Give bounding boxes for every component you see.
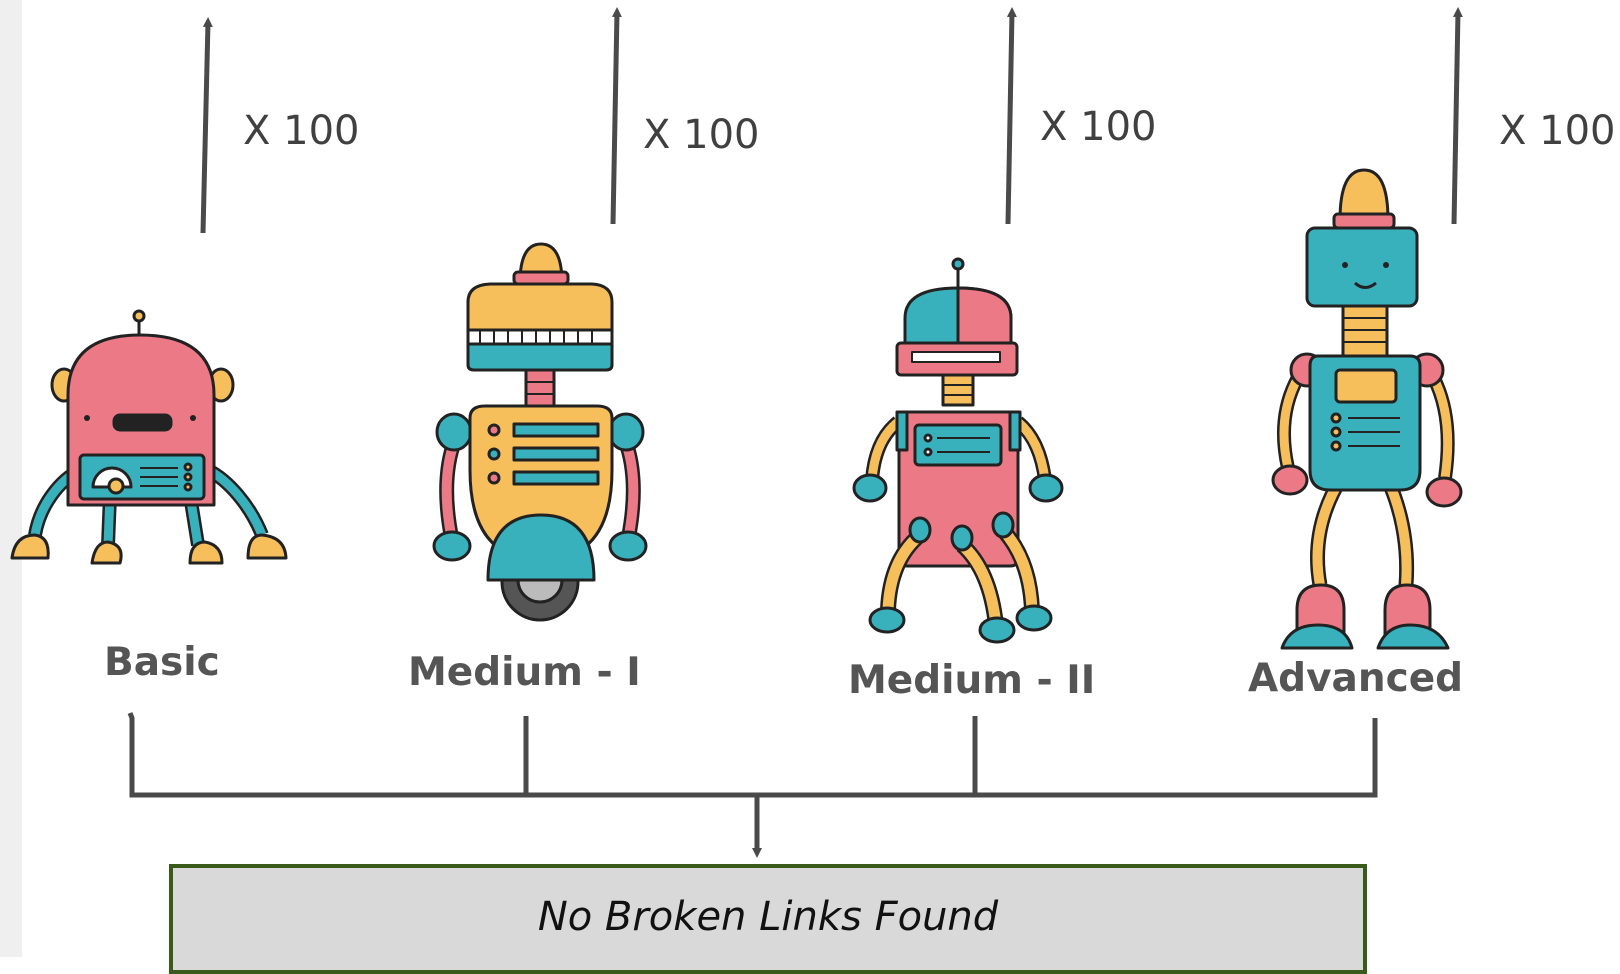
arrow-up-medium-2: [1005, 7, 1017, 225]
multiplier-advanced: X 100: [1499, 108, 1616, 154]
left-margin-strip: [0, 0, 22, 957]
arrow-up-medium-1: [610, 7, 622, 225]
connector-bracket: [127, 712, 1378, 798]
label-basic: Basic: [104, 640, 220, 685]
label-advanced: Advanced: [1248, 656, 1464, 701]
arrow-up-basic: [200, 17, 213, 234]
robot-medium-1-illustration: [432, 242, 648, 622]
label-medium-2: Medium - II: [848, 658, 1096, 703]
result-text: No Broken Links Found: [537, 894, 999, 940]
robot-advanced-illustration: [1271, 168, 1463, 650]
multiplier-medium-2: X 100: [1040, 104, 1157, 150]
result-box: No Broken Links Found: [169, 864, 1367, 974]
multiplier-basic: X 100: [243, 108, 360, 154]
label-medium-1: Medium - I: [408, 650, 641, 695]
robot-basic-illustration: [10, 309, 288, 565]
arrow-up-advanced: [1451, 7, 1463, 225]
robot-medium-2-illustration: [852, 257, 1064, 644]
multiplier-medium-1: X 100: [643, 112, 760, 158]
